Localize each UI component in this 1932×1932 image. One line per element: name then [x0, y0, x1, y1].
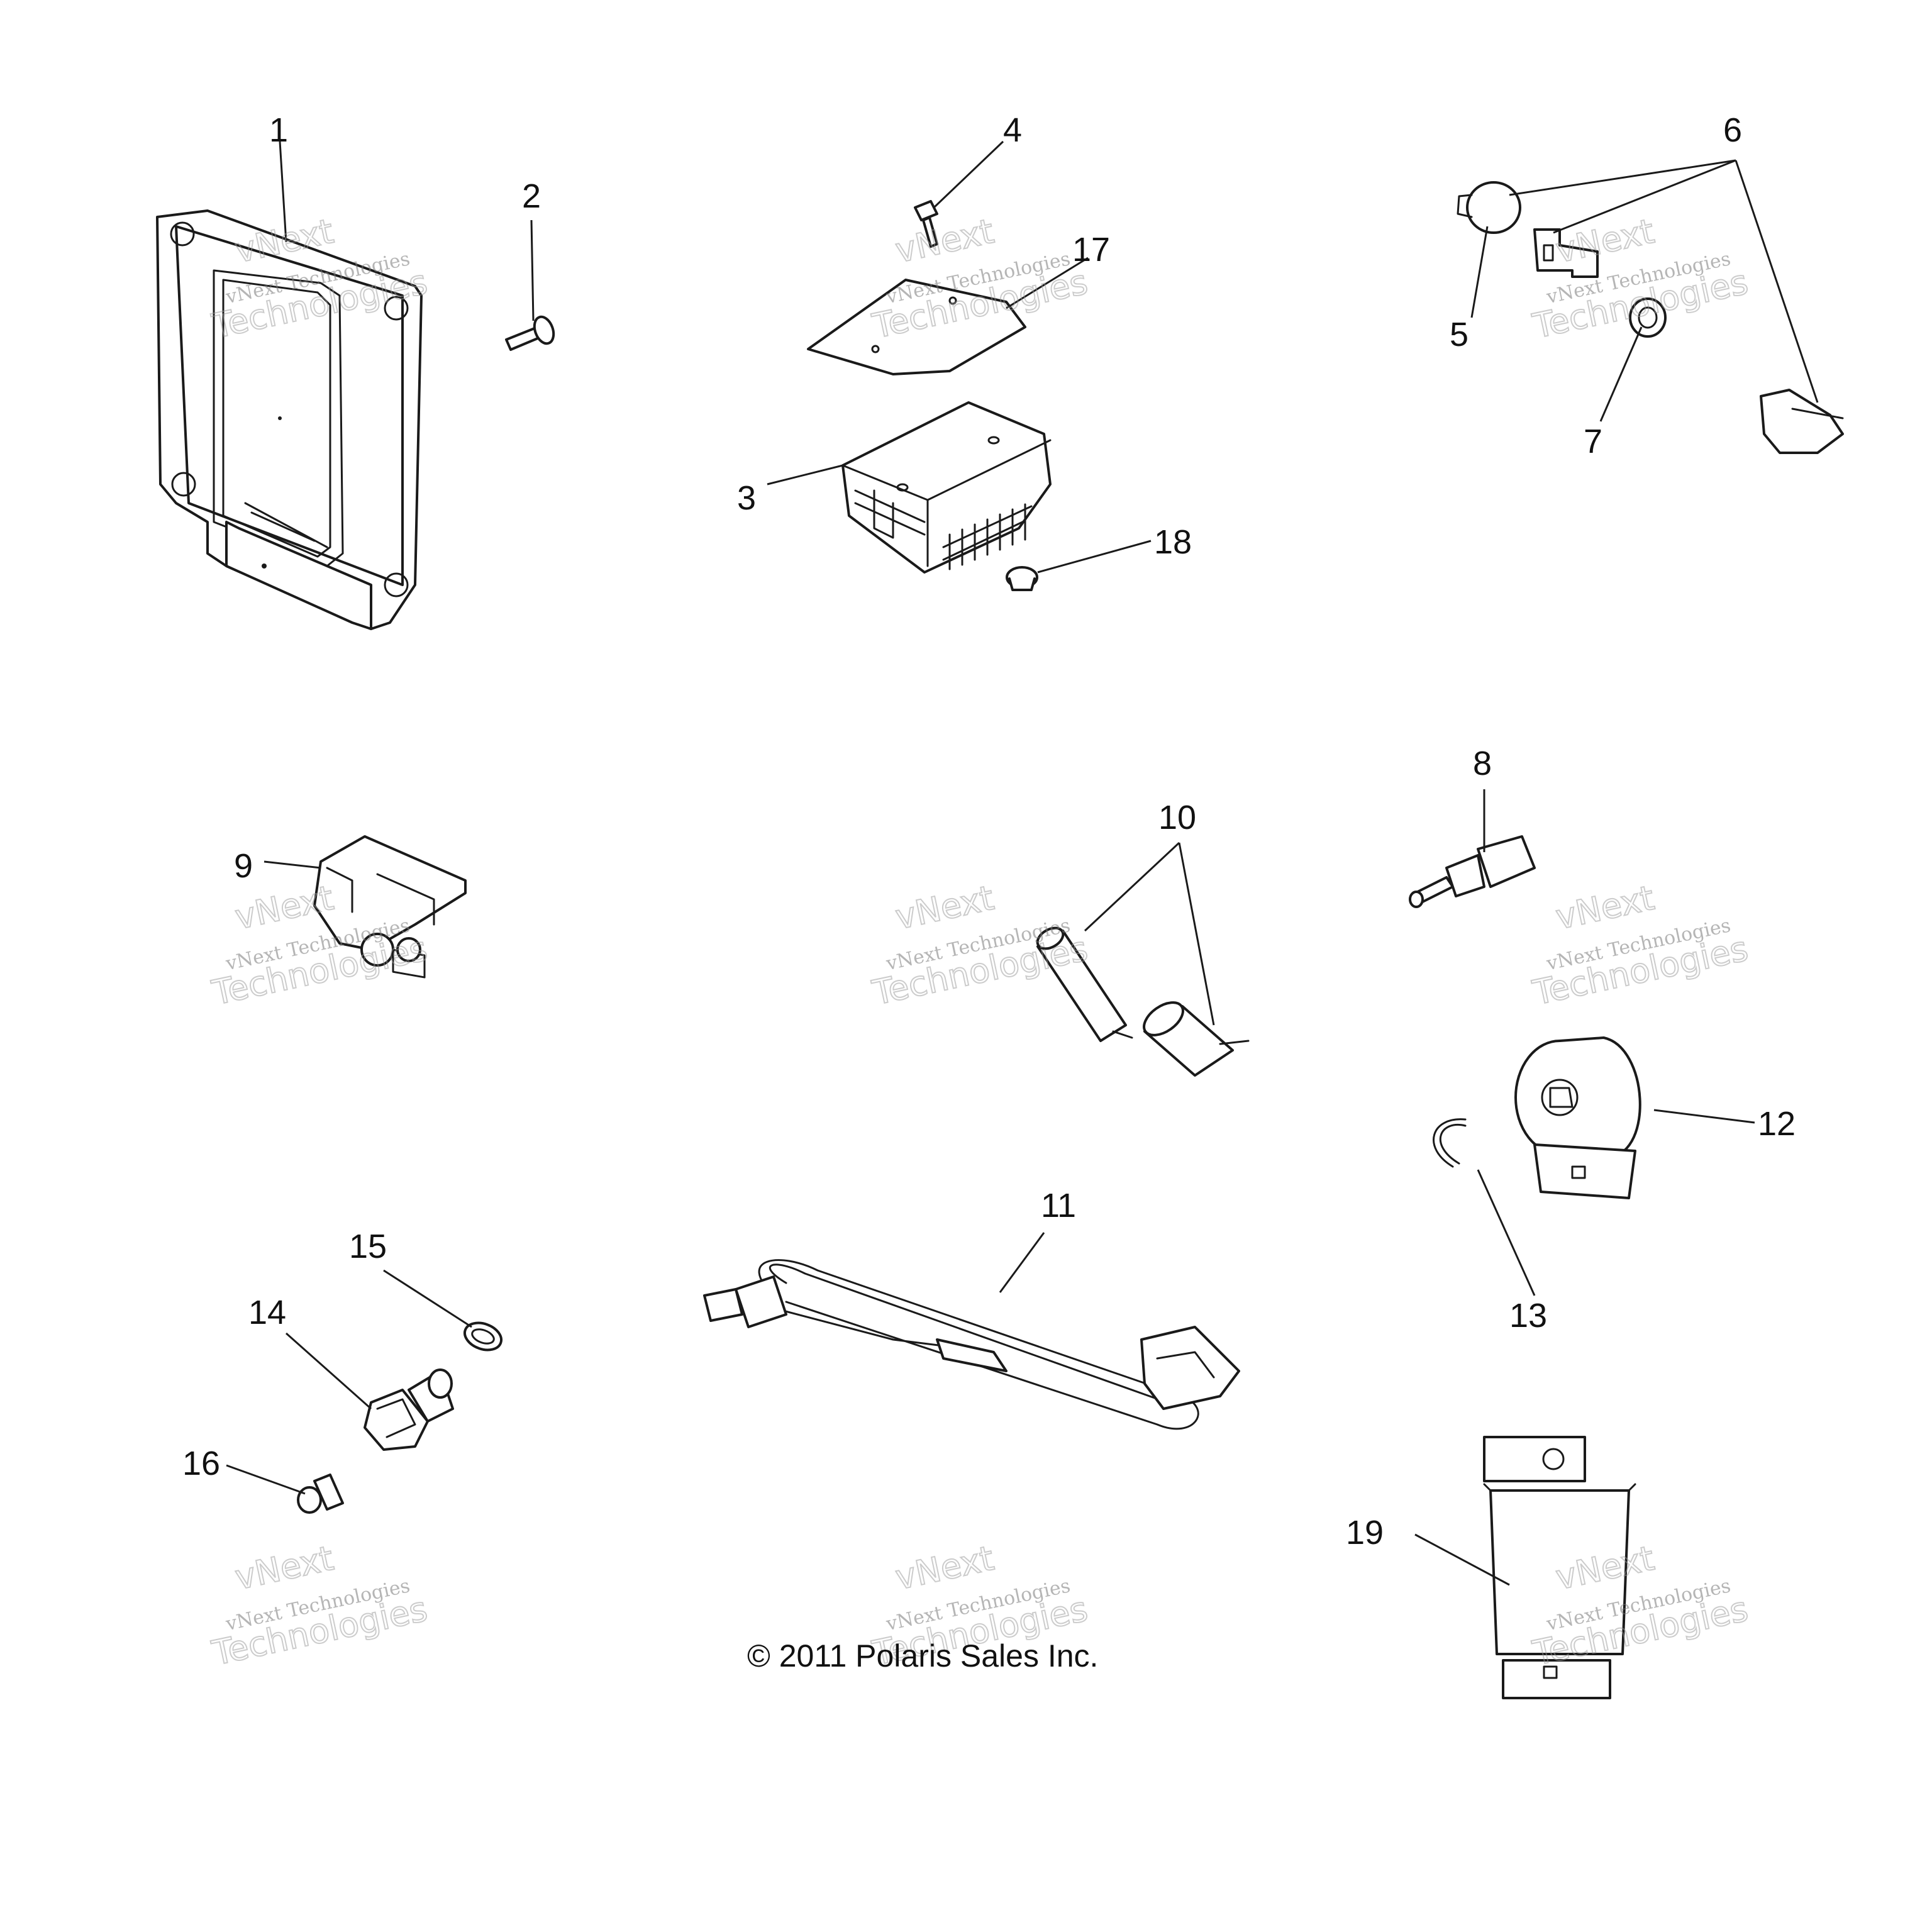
part-8-sensor: [1409, 835, 1536, 908]
callout-12: 12: [1758, 1105, 1796, 1143]
part-5-sensor: [1457, 181, 1521, 234]
part-17-cover: [807, 279, 1026, 375]
callout-7: 7: [1584, 423, 1602, 460]
part-19-relay: [1483, 1436, 1636, 1699]
svg-text:vNext: vNext: [231, 878, 336, 937]
leader-lines: [226, 140, 1819, 1586]
part-15-oring: [463, 1321, 503, 1352]
watermark: vNext vNext Technologies Technologies: [208, 1538, 431, 1674]
part-10-cylinders: [1036, 926, 1250, 1077]
part-14-sensor: [364, 1368, 454, 1451]
callout-3: 3: [737, 479, 756, 517]
callout-18: 18: [1154, 523, 1192, 561]
watermark: vNext vNext Technologies Technologies: [868, 877, 1091, 1014]
callout-9: 9: [234, 847, 253, 885]
callout-8: 8: [1473, 745, 1492, 782]
callout-16: 16: [182, 1445, 220, 1482]
part-18-plug: [1006, 566, 1038, 591]
svg-text:vNext: vNext: [892, 211, 997, 270]
part-7-washer: [1629, 297, 1667, 338]
callout-11: 11: [1041, 1187, 1076, 1224]
callout-5: 5: [1450, 316, 1468, 353]
part-4-screw: [914, 200, 938, 248]
callout-2: 2: [522, 177, 541, 215]
part-1-ecu: [156, 209, 423, 630]
watermark: vNext vNext Technologies Technologies: [868, 211, 1091, 347]
part-2-bolt: [505, 315, 555, 351]
svg-text:vNext: vNext: [231, 1538, 336, 1597]
svg-text:vNext: vNext: [1552, 878, 1657, 937]
part-6-switch: [1760, 389, 1844, 454]
callout-numbers: 1 2 3 4 5 6 7 8 9 10 11 12 13 14 15 16 1…: [182, 111, 1796, 1552]
svg-text:vNext: vNext: [892, 878, 997, 937]
callout-17: 17: [1072, 231, 1110, 269]
part-11-harness: [703, 1259, 1240, 1430]
callout-19: 19: [1346, 1514, 1384, 1552]
callout-15: 15: [349, 1228, 387, 1265]
copyright-text: © 2011 Polaris Sales Inc.: [747, 1638, 1098, 1674]
callout-4: 4: [1003, 111, 1022, 149]
part-13-clip: [1433, 1118, 1467, 1168]
callout-10: 10: [1158, 799, 1196, 836]
callout-1: 1: [269, 111, 288, 149]
part-3-module: [841, 401, 1052, 574]
watermark: vNext vNext Technologies Technologies: [1528, 877, 1752, 1014]
svg-text:vNext: vNext: [1552, 211, 1657, 270]
part-9-connector: [313, 835, 467, 979]
svg-text:vNext: vNext: [892, 1538, 997, 1597]
part-12-knock-sensor: [1514, 1036, 1641, 1199]
part-6-tab: [1533, 228, 1599, 278]
callout-14: 14: [248, 1294, 286, 1331]
callout-13: 13: [1509, 1297, 1547, 1335]
callout-6: 6: [1723, 111, 1742, 149]
